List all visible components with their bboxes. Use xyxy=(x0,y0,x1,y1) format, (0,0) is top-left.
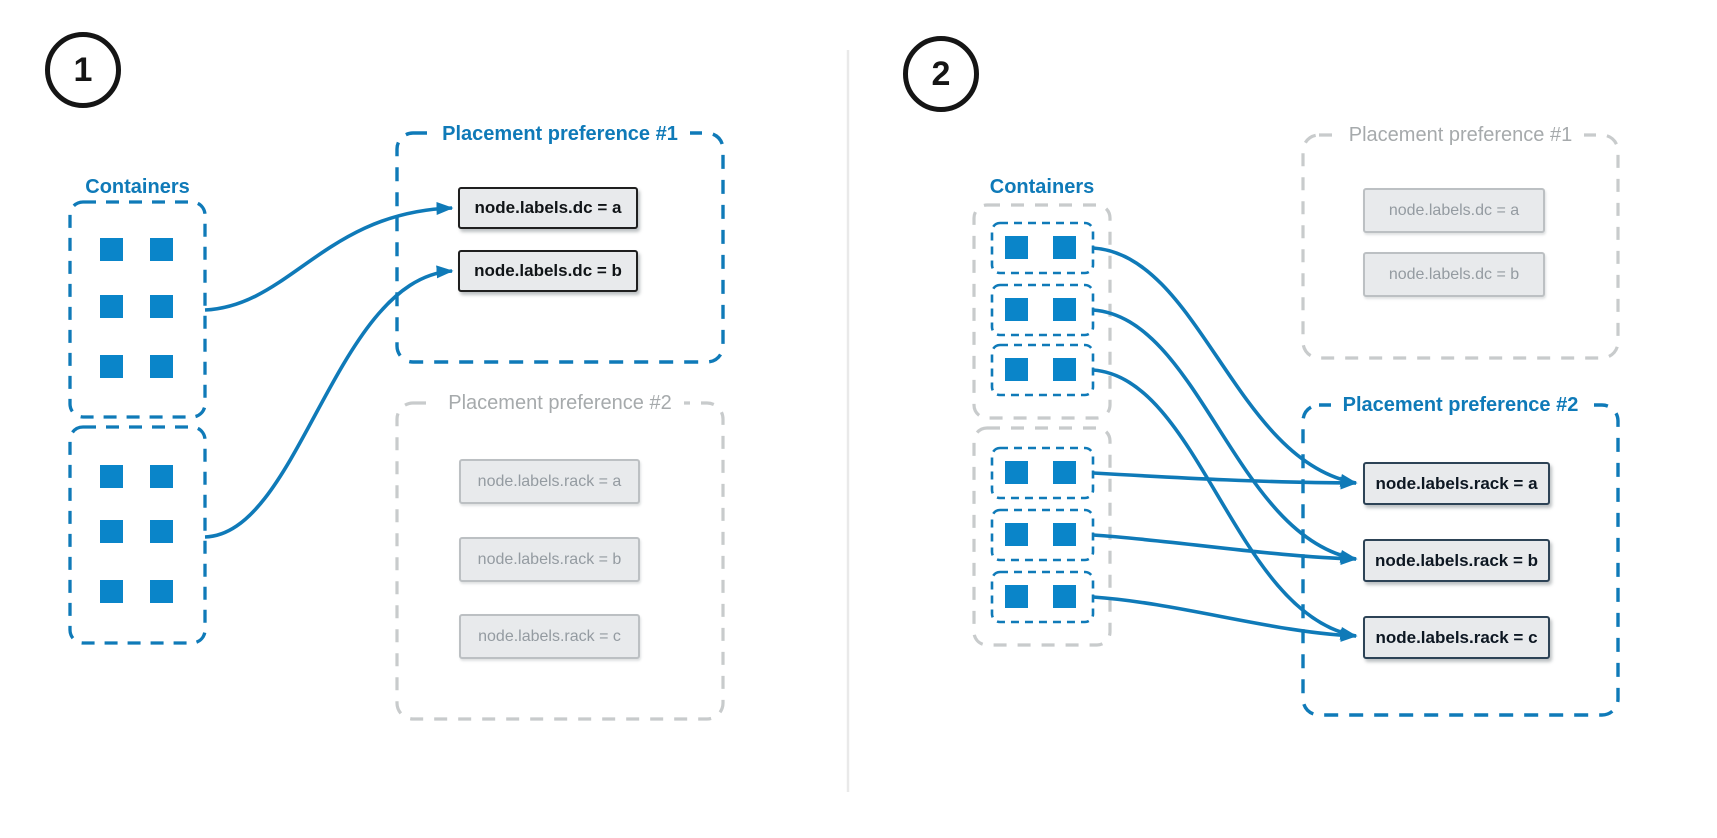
container-square xyxy=(1053,358,1076,381)
container-square xyxy=(150,355,173,378)
node-label-text: node.labels.rack = c xyxy=(478,627,621,645)
node-label-text: node.labels.rack = a xyxy=(1375,473,1538,493)
container-square xyxy=(100,465,123,488)
container-square xyxy=(1005,298,1028,321)
container-square xyxy=(1053,298,1076,321)
container-square xyxy=(150,238,173,261)
node-label-box: node.labels.rack = a xyxy=(459,459,640,504)
preference-title: Placement preference #1 xyxy=(397,122,723,146)
preference-box-inactive xyxy=(1301,133,1620,360)
preference-title: Placement preference #2 xyxy=(1303,393,1618,417)
container-square xyxy=(1005,461,1028,484)
containers-group-box-inactive xyxy=(972,203,1112,420)
container-square xyxy=(100,355,123,378)
container-square xyxy=(100,295,123,318)
container-square xyxy=(1053,523,1076,546)
container-square xyxy=(1005,523,1028,546)
flow-arrow xyxy=(1092,595,1358,642)
node-label-text: node.labels.rack = b xyxy=(1375,550,1538,570)
step-number: 2 xyxy=(931,54,951,93)
preference-box-active xyxy=(395,131,725,364)
container-square xyxy=(1053,585,1076,608)
node-label-box: node.labels.dc = b xyxy=(458,250,638,292)
containers-group-box-inactive xyxy=(972,426,1112,647)
containers-label: Containers xyxy=(85,176,190,198)
flow-arrow xyxy=(204,202,454,312)
container-square xyxy=(1053,236,1076,259)
node-label-box: node.labels.rack = a xyxy=(1363,462,1550,505)
container-square xyxy=(1053,461,1076,484)
step-number: 1 xyxy=(73,50,93,89)
flow-arrow xyxy=(1092,308,1358,563)
containers-group-box xyxy=(68,200,207,419)
flow-arrow xyxy=(204,265,454,539)
preference-title: Placement preference #1 xyxy=(1303,123,1618,147)
preference-title-text: Placement preference #1 xyxy=(430,123,690,145)
node-label-box: node.labels.dc = a xyxy=(1363,188,1545,233)
node-label-box: node.labels.rack = c xyxy=(459,614,640,659)
preference-title-text: Placement preference #2 xyxy=(436,392,684,414)
step-badge-2: 2 xyxy=(903,36,979,112)
container-square xyxy=(100,238,123,261)
flow-arrow xyxy=(1092,368,1358,640)
node-label-text: node.labels.rack = b xyxy=(477,550,622,568)
node-label-text: node.labels.dc = a xyxy=(474,198,622,217)
container-square xyxy=(150,520,173,543)
node-label-text: node.labels.dc = b xyxy=(474,261,622,280)
node-label-text: node.labels.dc = b xyxy=(1388,265,1520,283)
container-square xyxy=(1005,585,1028,608)
container-square xyxy=(100,580,123,603)
flow-arrow xyxy=(1092,246,1358,487)
node-label-box: node.labels.rack = b xyxy=(459,537,640,582)
container-square xyxy=(150,295,173,318)
step-badge-1: 1 xyxy=(45,32,121,108)
container-square xyxy=(1005,236,1028,259)
flow-arrow xyxy=(1092,533,1358,566)
container-square xyxy=(150,580,173,603)
node-label-box: node.labels.dc = a xyxy=(458,187,638,229)
container-square xyxy=(150,465,173,488)
containers-label: Containers xyxy=(989,176,1095,198)
node-label-text: node.labels.rack = a xyxy=(477,472,622,490)
preference-title-text: Placement preference #1 xyxy=(1336,124,1585,146)
node-label-box: node.labels.rack = c xyxy=(1363,616,1550,659)
preference-title: Placement preference #2 xyxy=(397,391,723,415)
node-label-text: node.labels.rack = c xyxy=(1375,627,1538,647)
containers-group-box xyxy=(68,425,207,645)
node-label-box: node.labels.rack = b xyxy=(1363,539,1550,582)
flow-arrow xyxy=(1092,471,1358,490)
preference-box-active xyxy=(1301,403,1620,717)
preference-title-text: Placement preference #2 xyxy=(1330,394,1591,416)
container-square xyxy=(100,520,123,543)
node-label-text: node.labels.dc = a xyxy=(1388,201,1520,219)
container-square xyxy=(1005,358,1028,381)
node-label-box: node.labels.dc = b xyxy=(1363,252,1545,297)
